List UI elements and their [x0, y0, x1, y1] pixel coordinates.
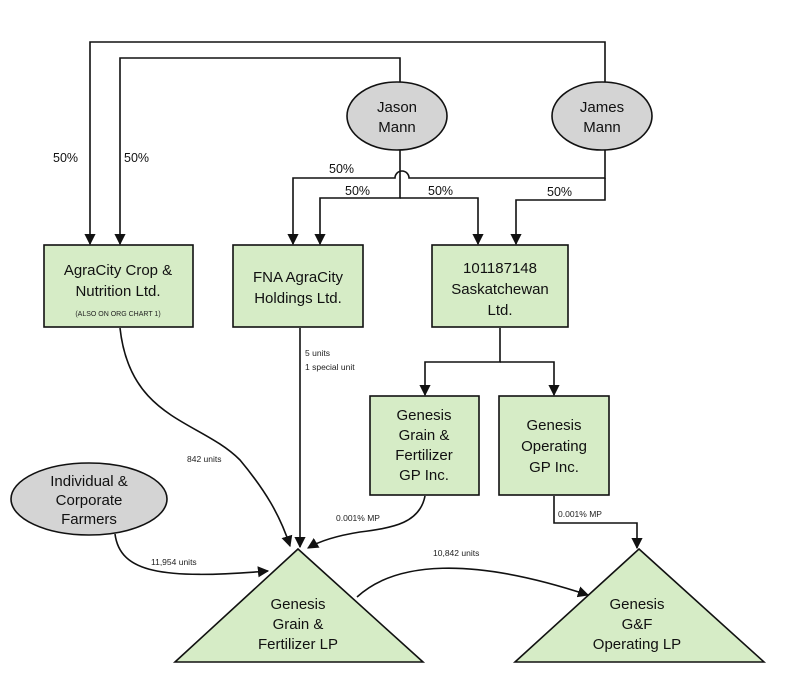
label-farmers-units: 11,954 units — [151, 557, 197, 567]
edge-genesis-gp-lp — [307, 495, 426, 549]
genesis-gp-line-1: Genesis — [396, 407, 451, 424]
edge-jason-fna — [314, 150, 401, 246]
sask-line-3: Ltd. — [487, 302, 512, 319]
fna-line-2: Holdings Ltd. — [254, 290, 342, 307]
edge-labels: 50% 50% 50% 50% 50% 50% 5 units 1 specia… — [53, 151, 602, 567]
genesis-op-gp-line-2: Operating — [521, 438, 587, 455]
james-line-2: Mann — [583, 119, 621, 136]
sask-line-1: 101187148 — [463, 260, 537, 277]
entity-genesis-op-lp: Genesis G&F Operating LP — [512, 547, 767, 663]
edge-jason-sask — [400, 197, 484, 246]
entity-genesis-gp: Genesis Grain & Fertilizer GP Inc. — [369, 395, 480, 496]
genesis-lp-line-1: Genesis — [270, 596, 325, 613]
label-op-gp-mp: 0.001% MP — [558, 509, 602, 519]
jason-line-1: Jason — [377, 99, 417, 116]
label-jason-sask: 50% — [428, 184, 453, 198]
fna-line-1: FNA AgraCity — [253, 269, 344, 286]
edge-sask-genesis-op-gp — [500, 361, 560, 397]
genesis-op-lp-line-2: G&F — [622, 616, 653, 633]
genesis-lp-line-3: Fertilizer LP — [258, 636, 338, 653]
label-james-agracity: 50% — [124, 151, 149, 165]
genesis-gp-line-4: GP Inc. — [399, 467, 449, 484]
label-agracity-units: 842 units — [187, 454, 222, 464]
label-lp-to-op: 10,842 units — [433, 548, 479, 558]
label-jason-agracity: 50% — [53, 151, 78, 165]
farmers-line-1: Individual & — [50, 473, 128, 490]
entity-sask: 101187148 Saskatchewan Ltd. — [431, 244, 569, 328]
agracity-line-2: Nutrition Ltd. — [75, 283, 160, 300]
agracity-line-1: AgraCity Crop & — [64, 262, 172, 279]
edge-lp-op-lp — [356, 567, 590, 598]
agracity-note: (ALSO ON ORG CHART 1) — [75, 311, 160, 318]
label-jason-fna: 50% — [345, 184, 370, 198]
edge-james-fna — [287, 150, 606, 246]
sask-line-2: Saskatchewan — [451, 281, 549, 298]
entity-genesis-op-gp: Genesis Operating GP Inc. — [498, 395, 610, 496]
genesis-lp-line-2: Grain & — [273, 616, 324, 633]
genesis-gp-line-3: Fertilizer — [395, 447, 453, 464]
edge-op-gp-op-lp — [553, 496, 643, 550]
label-fna-units: 5 units — [305, 348, 330, 358]
label-james-sask: 50% — [547, 185, 572, 199]
person-jason: Jason Mann — [346, 81, 448, 151]
edge-jason-agracity — [114, 57, 401, 246]
farmers-line-2: Corporate — [56, 492, 123, 509]
edge-sask-genesis-gp — [419, 328, 501, 397]
entity-genesis-lp: Genesis Grain & Fertilizer LP — [172, 547, 426, 663]
label-fna-special: 1 special unit — [305, 362, 355, 372]
edge-agracity-lp — [119, 327, 293, 548]
label-james-fna: 50% — [329, 162, 354, 176]
person-james: James Mann — [551, 81, 653, 151]
genesis-gp-line-2: Grain & — [399, 427, 450, 444]
genesis-op-gp-line-1: Genesis — [526, 417, 581, 434]
genesis-op-lp-line-3: Operating LP — [593, 636, 681, 653]
edge-farmers-lp — [114, 533, 270, 578]
entity-agracity: AgraCity Crop & Nutrition Ltd. (ALSO ON … — [43, 244, 194, 328]
label-gp-mp: 0.001% MP — [336, 513, 380, 523]
edge-james-sask — [510, 178, 606, 246]
entity-fna: FNA AgraCity Holdings Ltd. — [232, 244, 364, 328]
genesis-op-lp-line-1: Genesis — [609, 596, 664, 613]
jason-line-2: Mann — [378, 119, 416, 136]
james-line-1: James — [580, 99, 624, 116]
edge-james-agracity — [84, 41, 606, 246]
genesis-op-gp-line-3: GP Inc. — [529, 459, 579, 476]
edges — [84, 41, 643, 598]
farmers-line-3: Farmers — [61, 511, 117, 528]
person-farmers: Individual & Corporate Farmers — [10, 462, 168, 536]
